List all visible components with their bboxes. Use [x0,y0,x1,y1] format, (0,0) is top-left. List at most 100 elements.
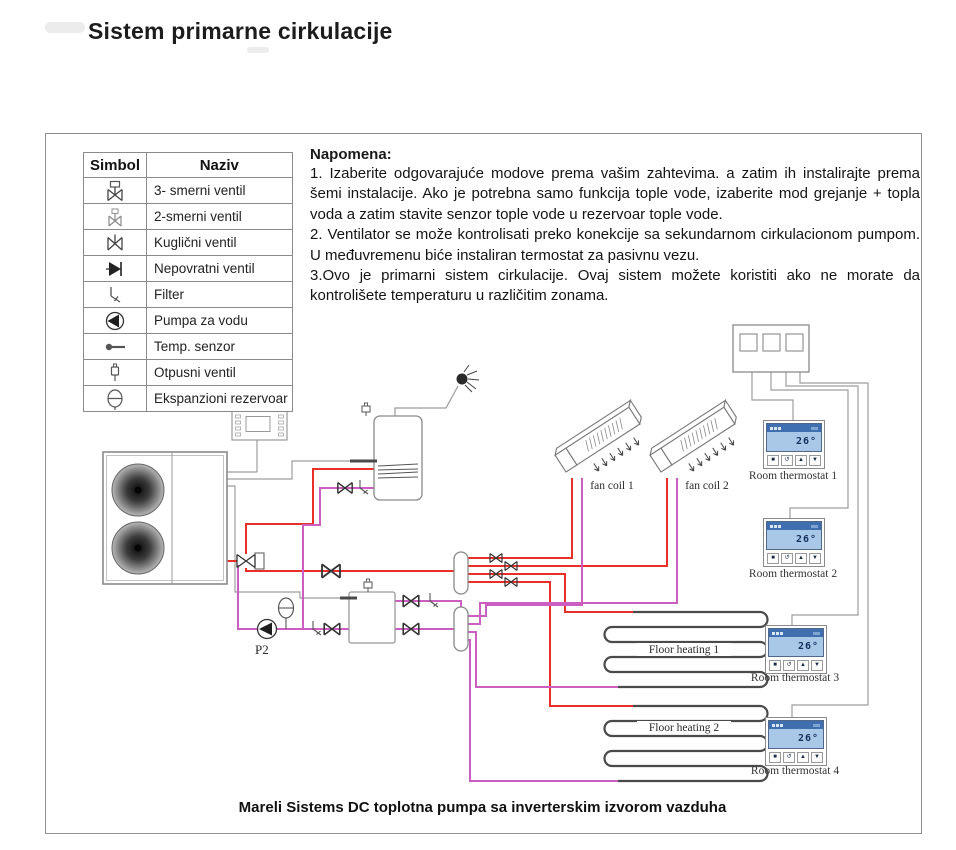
scan-artifact [45,22,85,33]
floor-heating-1-label: Floor heating 1 [649,644,720,656]
legend-header-row: Simbol Naziv [82,152,293,178]
pump-p2-label: P2 [255,642,269,657]
note-item: 3.Ovo je primarni sistem cirkulacije. Ov… [310,266,920,305]
legend-label: 2-smerni ventil [146,203,293,230]
legend-label: Otpusni ventil [146,359,293,386]
heat-pump-unit [102,451,228,585]
legend-label: Kuglični ventil [146,229,293,256]
down-button-icon[interactable]: ▼ [809,553,821,564]
up-button-icon[interactable]: ▲ [795,455,807,466]
two-way-valve-icon [108,207,122,226]
thermostat-lcd: 26° [768,628,824,657]
note-item: 2. Ventilator se može kontrolisati preko… [310,226,920,264]
room-thermostat-4-label: Room thermostat 4 [750,765,840,777]
relief-valve [361,402,371,417]
legend-row: 2-smerni ventil [82,203,293,230]
legend-row: Filter [82,281,293,308]
legend-header-symbol: Simbol [82,152,148,178]
stop-button-icon[interactable]: ■ [769,752,781,763]
legend-label: Nepovratni ventil [146,255,293,282]
room-thermostat-2: 26° ■ ↺ ▲ ▼ [763,518,825,567]
supply-pipes [227,468,668,707]
fan-coil-1: fan coil 1 [554,398,642,492]
room-thermostat-4: 26° ■ ↺ ▲ ▼ [765,717,827,766]
legend-label: Temp. senzor [146,333,293,360]
lcd-status-icons [769,629,823,637]
legend-header-name: Naziv [146,152,293,178]
temp-sensor-icon [105,343,125,350]
room-thermostat-3-label: Room thermostat 3 [750,672,840,684]
three-way-valve-icon [107,180,123,201]
room-thermostat-3: 26° ■ ↺ ▲ ▼ [765,625,827,674]
lcd-temperature: 26° [795,436,817,447]
down-button-icon[interactable]: ▼ [811,660,823,671]
legend-label: 3- smerni ventil [146,177,293,204]
legend-row: Temp. senzor [82,333,293,360]
down-button-icon[interactable]: ▼ [809,455,821,466]
page-title: Sistem primarne cirkulacije [88,18,393,44]
lcd-temperature: 26° [797,733,819,744]
mode-button-icon[interactable]: ↺ [781,455,793,466]
ball-valve-icon [107,234,123,250]
return-pipes [237,478,678,782]
thermostat-lcd: 26° [766,423,822,452]
wired-controller [231,410,288,441]
expansion-tank [277,597,295,629]
filter-icon [110,286,121,303]
mode-button-icon[interactable]: ↺ [781,553,793,564]
legend-label: Ekspanzioni rezervoar [146,385,293,412]
room-thermostat-1-label: Room thermostat 1 [748,470,838,482]
lcd-status-icons [769,721,823,729]
buffer-tank [340,578,396,644]
legend-label: Pumpa za vodu [146,307,293,334]
lcd-temperature: 26° [795,534,817,545]
up-button-icon[interactable]: ▲ [795,553,807,564]
fan-coil-2-label: fan coil 2 [685,480,729,492]
room-thermostat-1: 26° ■ ↺ ▲ ▼ [763,420,825,469]
control-wires [227,372,869,717]
expansion-tank-icon [107,388,123,410]
scan-artifact [247,47,269,53]
legend-row: Pumpa za vodu [82,307,293,334]
mode-button-icon[interactable]: ↺ [783,660,795,671]
note-item: 1. Izaberite odgovarajuće modove prema v… [310,165,920,223]
shower-head [456,364,480,393]
symbol-legend-table: Simbol Naziv 3- smerni ventil 2-smerni v… [82,152,293,412]
legend-row: 3- smerni ventil [82,177,293,204]
room-thermostat-2-label: Room thermostat 2 [748,568,838,580]
thermostat-lcd: 26° [768,720,824,749]
up-button-icon[interactable]: ▲ [797,752,809,763]
fan-coil-1-label: fan coil 1 [590,480,634,492]
mode-button-icon[interactable]: ↺ [783,752,795,763]
up-button-icon[interactable]: ▲ [797,660,809,671]
legend-row: Nepovratni ventil [82,255,293,282]
stop-button-icon[interactable]: ■ [767,553,779,564]
relief-valve-icon [110,363,120,381]
legend-row: Ekspanzioni rezervoar [82,385,293,412]
fan-coil-2: fan coil 2 [649,398,737,492]
thermostat-lcd: 26° [766,521,822,550]
down-button-icon[interactable]: ▼ [811,752,823,763]
stop-button-icon[interactable]: ■ [767,455,779,466]
legend-row: Kuglični ventil [82,229,293,256]
floor-heating-coil-1: Floor heating 1 [603,610,769,689]
notes-heading: Napomena: [310,146,392,163]
lcd-status-icons [767,424,821,432]
tank-coil [377,463,419,479]
legend-row: Otpusni ventil [82,359,293,386]
lcd-temperature: 26° [797,641,819,652]
three-way-valve [236,552,265,570]
diagram-caption: Mareli Sistems DC toplotna pumpa sa inve… [238,799,727,816]
dhw-tank [350,385,459,501]
floor-heating-2-label: Floor heating 2 [649,722,720,734]
notes-block: Napomena: 1. Izaberite odgovarajuće modo… [310,146,920,307]
lcd-status-icons [767,522,821,530]
water-pump-icon [105,311,125,330]
legend-label: Filter [146,281,293,308]
supply-manifold [453,551,469,595]
stop-button-icon[interactable]: ■ [769,660,781,671]
return-manifold [453,606,469,652]
relief-valve [363,578,373,593]
water-pump-p2 [256,618,278,640]
